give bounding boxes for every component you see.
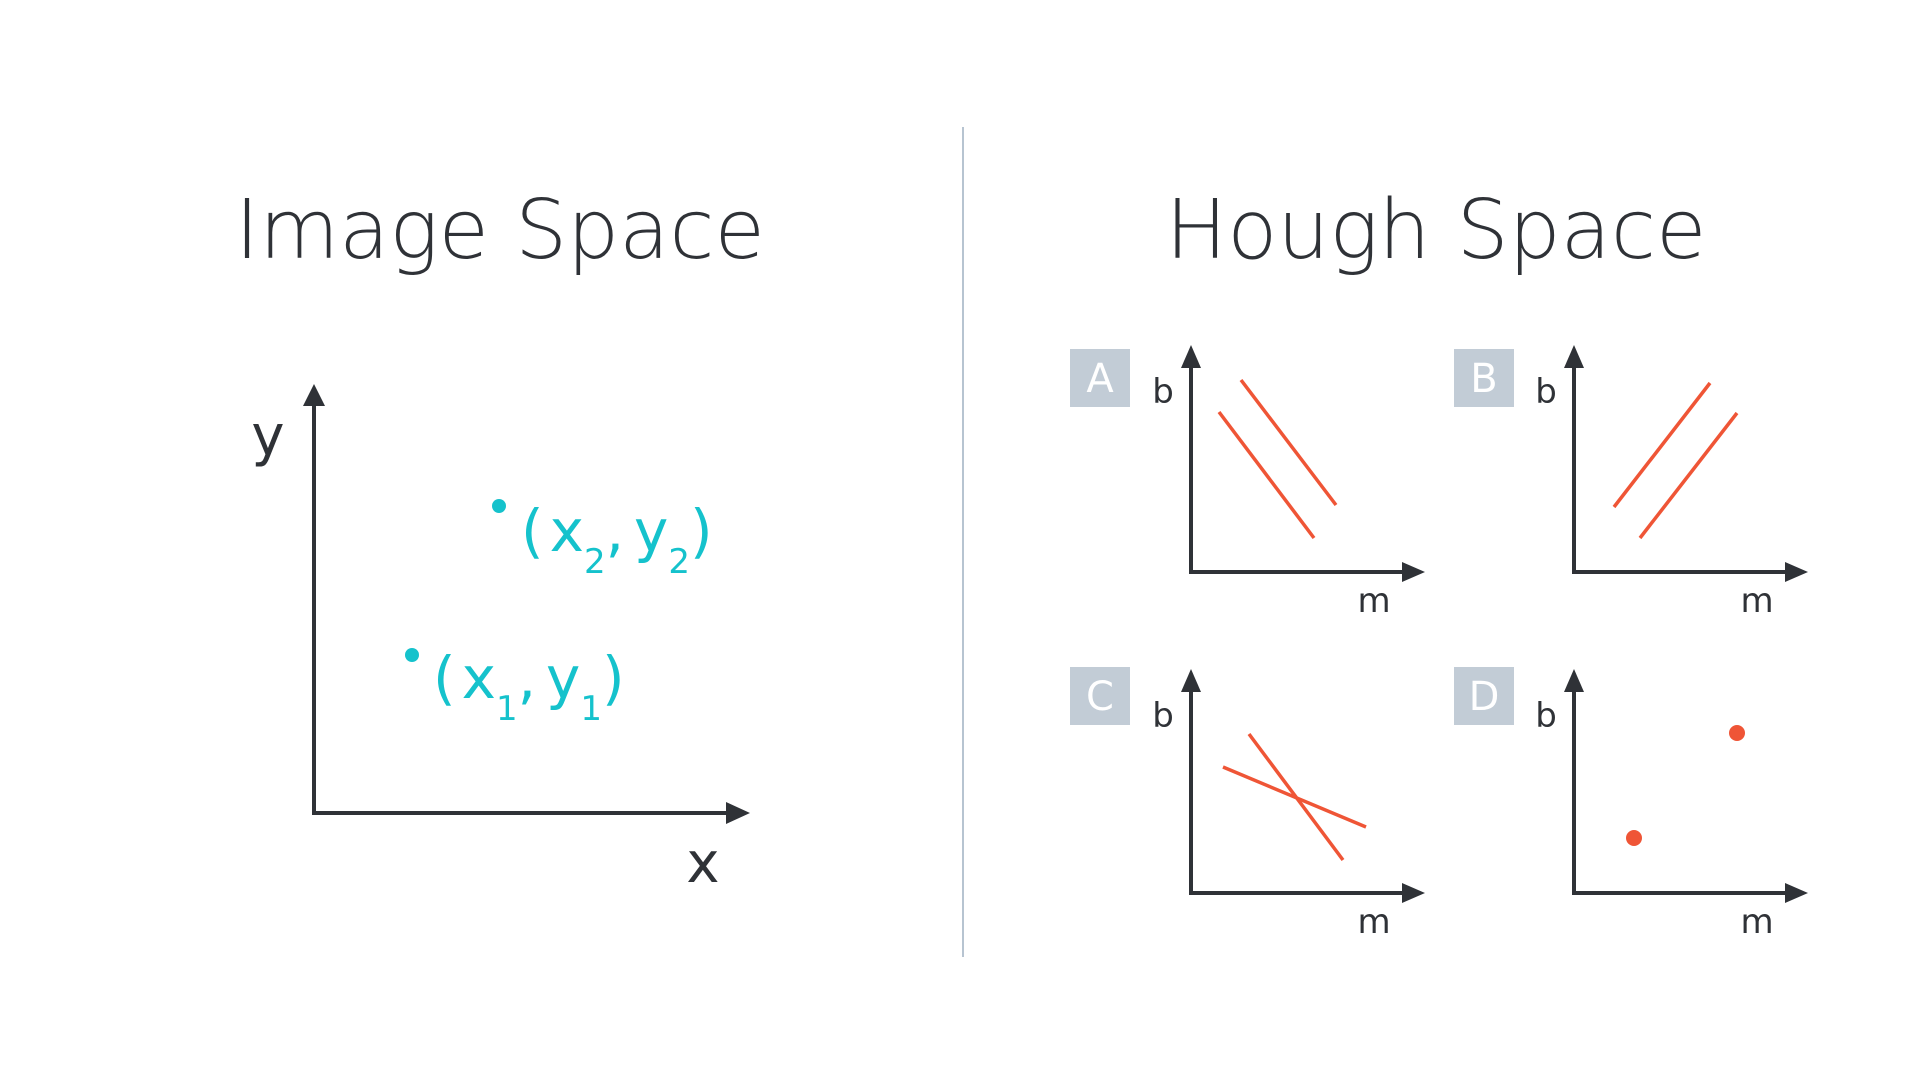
- point-1-y-sub: 1: [580, 689, 602, 729]
- option-b-line-1: [1612, 381, 1712, 509]
- option-a-m-axis-arrow-icon: [1402, 562, 1425, 582]
- point-1-comma: ,: [518, 644, 536, 712]
- point-1-marker: [405, 648, 419, 662]
- point-2-open: (: [521, 497, 544, 565]
- option-b-line-2: [1638, 411, 1739, 540]
- option-c-b-label: b: [1152, 696, 1174, 736]
- option-d-point-2: [1626, 830, 1642, 846]
- option-a-badge-label: A: [1086, 356, 1114, 402]
- option-a-m-label: m: [1357, 581, 1390, 621]
- point-2-label: (x2,y2): [521, 497, 713, 582]
- point-2-y: y: [634, 497, 668, 565]
- point-1-open: (: [433, 644, 456, 712]
- option-c-line-2: [1247, 732, 1345, 862]
- point-2-comma: ,: [606, 497, 624, 565]
- point-2-x-sub: 2: [584, 542, 606, 582]
- point-1-x: x: [462, 644, 496, 712]
- option-d-point-1: [1729, 725, 1745, 741]
- option-c-m-axis-arrow-icon: [1402, 883, 1425, 903]
- option-d-b-axis-arrow-icon: [1564, 669, 1584, 692]
- point-1-y: y: [546, 644, 580, 712]
- option-c-badge-label: C: [1086, 674, 1114, 720]
- option-c-m-label: m: [1357, 902, 1390, 942]
- option-d-badge: [1454, 667, 1514, 725]
- image-space-panel: y x (x1,y1) (x2,y2): [251, 384, 750, 896]
- image-y-axis-arrow-icon: [303, 384, 325, 406]
- option-b-b-label: b: [1535, 372, 1557, 412]
- option-d-m-label: m: [1740, 902, 1773, 942]
- hough-option-b[interactable]: B b m: [1454, 345, 1808, 621]
- option-b-badge-label: B: [1470, 356, 1497, 402]
- point-2-close: ): [690, 497, 713, 565]
- option-d-badge-label: D: [1469, 674, 1500, 720]
- image-x-axis-label: x: [686, 831, 719, 896]
- point-2-x: x: [550, 497, 584, 565]
- option-b-m-axis-arrow-icon: [1785, 562, 1808, 582]
- point-1-close: ): [602, 644, 625, 712]
- option-d-b-label: b: [1535, 696, 1557, 736]
- image-x-axis-arrow-icon: [726, 802, 750, 824]
- hough-option-c[interactable]: C b m: [1070, 667, 1425, 942]
- hough-option-d[interactable]: D b m: [1454, 667, 1808, 942]
- point-1-label: (x1,y1): [433, 644, 625, 729]
- hough-space-title: Hough Space: [1166, 183, 1707, 278]
- image-y-axis-label: y: [251, 404, 284, 469]
- option-b-b-axis-arrow-icon: [1564, 345, 1584, 368]
- option-a-b-label: b: [1152, 372, 1174, 412]
- option-a-badge: [1070, 349, 1130, 407]
- option-a-line-2: [1217, 410, 1316, 540]
- image-space-title: Image Space: [235, 183, 765, 278]
- option-c-b-axis-arrow-icon: [1181, 669, 1201, 692]
- point-1-x-sub: 1: [496, 689, 518, 729]
- option-a-b-axis-arrow-icon: [1181, 345, 1201, 368]
- option-c-badge: [1070, 667, 1130, 725]
- option-d-m-axis-arrow-icon: [1785, 883, 1808, 903]
- point-2-marker: [492, 499, 506, 513]
- option-b-m-label: m: [1740, 581, 1773, 621]
- option-a-line-1: [1239, 378, 1338, 507]
- point-2-y-sub: 2: [668, 542, 690, 582]
- option-b-badge: [1454, 349, 1514, 407]
- hough-option-a[interactable]: A b m: [1070, 345, 1425, 621]
